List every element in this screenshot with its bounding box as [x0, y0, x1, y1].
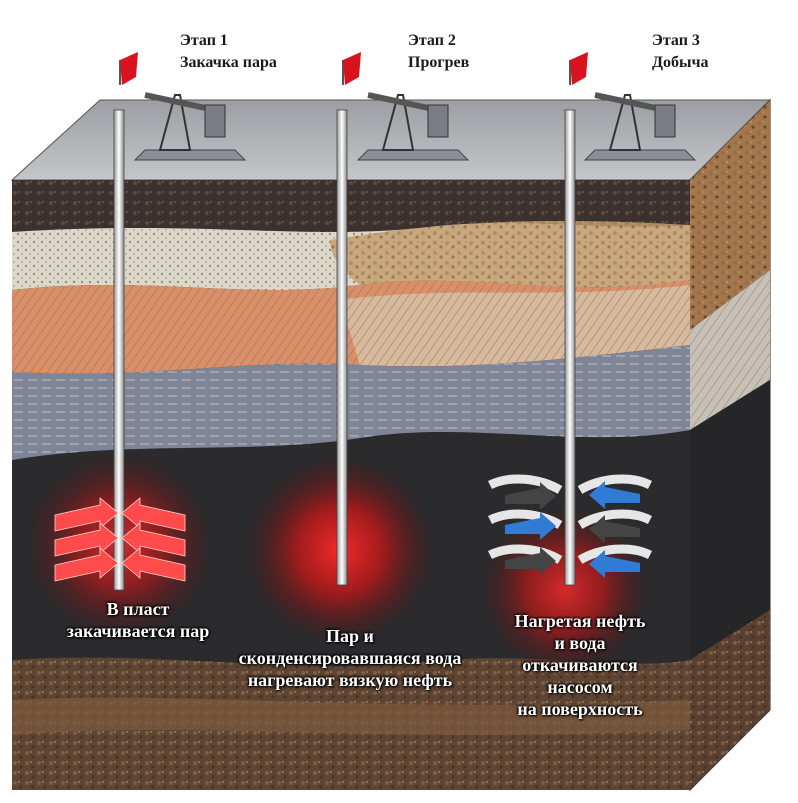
arrow-icon	[487, 474, 563, 494]
caption-injection-line: закачивается пар	[66, 621, 210, 641]
stage-2-title: Этап 2 Прогрев	[408, 30, 469, 74]
arrow-icon	[487, 544, 563, 564]
caption-production-line: и вода	[554, 633, 606, 653]
stage-1-number: Этап 1	[180, 32, 228, 49]
flag-icon	[120, 52, 138, 85]
arrow-icon	[577, 474, 653, 494]
caption-production-line: на поверхность	[517, 699, 643, 719]
production-arrows	[487, 474, 653, 578]
arrow-icon	[589, 481, 640, 509]
stage-2-number: Этап 2	[408, 32, 456, 49]
caption-production-line: насосом	[547, 677, 613, 697]
arrow-icon	[505, 547, 556, 575]
pump-jack-icon	[119, 52, 247, 161]
arrow-icon	[54, 522, 119, 557]
stage-2-name: Прогрев	[408, 54, 470, 71]
stage-3-number: Этап 3	[652, 32, 700, 49]
arrow-icon	[121, 522, 186, 557]
well-pipe-2	[336, 109, 348, 586]
caption-injection-line: В пласт	[106, 599, 170, 619]
arrow-icon	[54, 497, 119, 532]
pump-jack-icon	[569, 52, 697, 161]
caption-production-line: Нагретая нефть	[514, 611, 646, 631]
arrow-icon	[121, 497, 186, 532]
well-pipe-3	[564, 109, 576, 586]
caption-heating: Пар и сконденсировавшаяся вода нагревают…	[200, 625, 500, 691]
steam-arrows	[54, 497, 186, 582]
caption-heating-line: Пар и	[326, 626, 374, 646]
pump-jack-icon	[342, 52, 470, 161]
arrow-icon	[577, 544, 653, 564]
caption-injection: В пласт закачивается пар	[38, 598, 238, 642]
arrow-icon	[505, 482, 556, 510]
stage-3-title: Этап 3 Добыча	[652, 30, 709, 74]
flag-icon	[570, 52, 588, 85]
stage-3-name: Добыча	[652, 54, 709, 71]
arrow-icon	[577, 509, 653, 529]
arrow-icon	[589, 550, 640, 578]
stage-1-name: Закачка пара	[180, 54, 277, 71]
caption-heating-line: сконденсировавшаяся вода	[238, 648, 462, 668]
caption-production: Нагретая нефть и вода откачиваются насос…	[480, 610, 680, 720]
arrow-icon	[487, 509, 563, 529]
caption-production-line: откачиваются	[522, 655, 638, 675]
arrow-icon	[121, 547, 186, 582]
stage-1-title: Этап 1 Закачка пара	[180, 30, 277, 74]
arrow-icon	[54, 547, 119, 582]
arrow-icon	[589, 515, 640, 543]
arrow-icon	[505, 512, 556, 540]
flag-icon	[343, 52, 361, 85]
caption-heating-line: нагревают вязкую нефть	[247, 670, 453, 690]
well-pipe-1	[113, 109, 125, 591]
